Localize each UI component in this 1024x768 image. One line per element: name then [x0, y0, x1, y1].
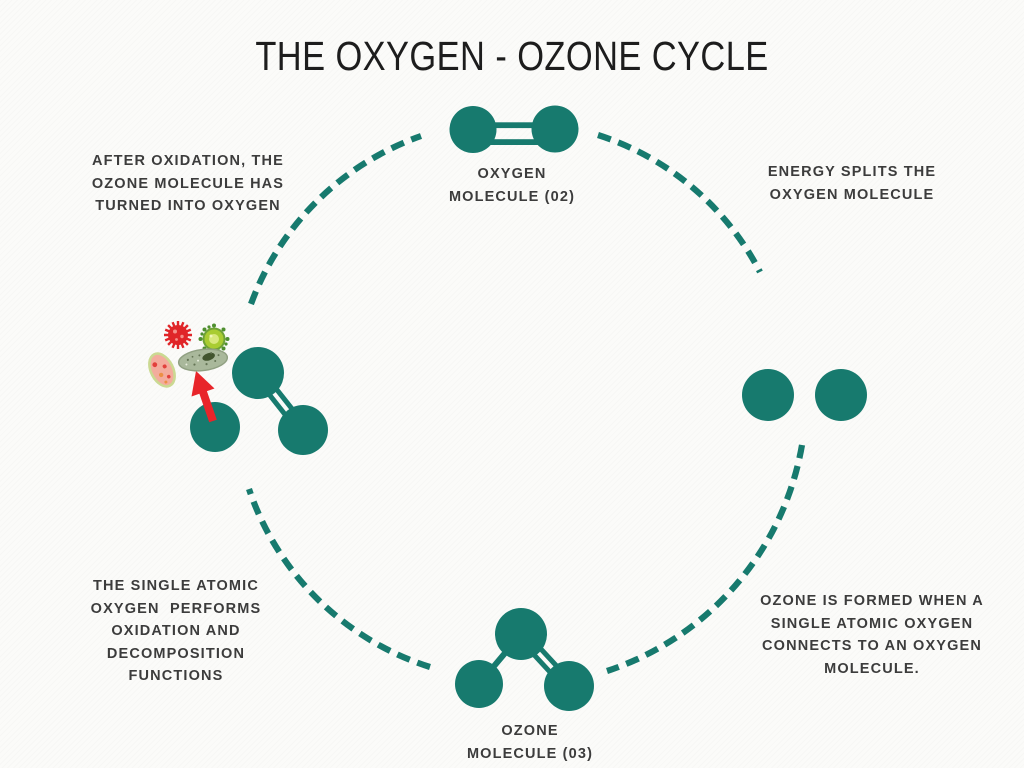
caption-line: OZONE MOLECULE HAS	[91, 175, 285, 192]
virus-red-icon	[164, 321, 192, 349]
caption-line: FUNCTIONS	[128, 668, 224, 684]
caption-after-oxidation: AFTER OXIDATION, THE OZONE MOLECULE HAS …	[63, 150, 313, 218]
page-title: THE OXYGEN - OZONE CYCLE	[255, 33, 769, 79]
label-line: OXYGEN	[477, 166, 547, 182]
red-arrow-icon	[191, 371, 217, 423]
caption-line: DECOMPOSITION	[106, 645, 246, 662]
caption-line: SINGLE ATOMIC OXYGEN	[770, 615, 974, 632]
label-line: OZONE	[501, 723, 559, 739]
caption-line: OXYGEN PERFORMS	[90, 600, 262, 617]
split-oxygen-atoms-graphic	[742, 369, 867, 421]
caption-line: AFTER OXIDATION, THE	[92, 153, 284, 169]
caption-line: CONNECTS TO AN OXYGEN	[762, 638, 982, 654]
ozone-molecule-label: OZONE MOLECULE (03)	[430, 720, 630, 765]
caption-line: MOLECULE.	[824, 660, 920, 677]
caption-line: OXIDATION AND	[111, 623, 241, 639]
caption-line: OXYGEN MOLECULE	[769, 186, 935, 203]
germs-group	[148, 321, 230, 388]
label-line: MOLECULE (02)	[448, 188, 576, 205]
caption-line: ENERGY SPLITS THE	[767, 164, 937, 180]
label-line: MOLECULE (03)	[466, 745, 594, 762]
caption-line: THE SINGLE ATOMIC	[93, 578, 259, 594]
paramecium-icon	[177, 348, 229, 372]
caption-energy-splits: ENERGY SPLITS THE OXYGEN MOLECULE	[742, 161, 962, 206]
caption-line: TURNED INTO OXYGEN	[95, 198, 281, 214]
oxygen-molecule-label: OXYGEN MOLECULE (02)	[412, 163, 612, 208]
oxygen-molecule-graphic	[449, 105, 579, 153]
oxygen-after-oxidation-graphic	[190, 347, 328, 455]
caption-single-atomic-oxygen: THE SINGLE ATOMIC OXYGEN PERFORMS OXIDAT…	[51, 575, 301, 688]
caption-ozone-formed: OZONE IS FORMED WHEN A SINGLE ATOMIC OXY…	[737, 590, 1007, 680]
bacterium-icon	[148, 352, 176, 388]
ozone-molecule-graphic	[455, 608, 594, 711]
dashed-cycle-circle-icon	[246, 132, 806, 674]
caption-line: OZONE IS FORMED WHEN A	[760, 593, 984, 609]
